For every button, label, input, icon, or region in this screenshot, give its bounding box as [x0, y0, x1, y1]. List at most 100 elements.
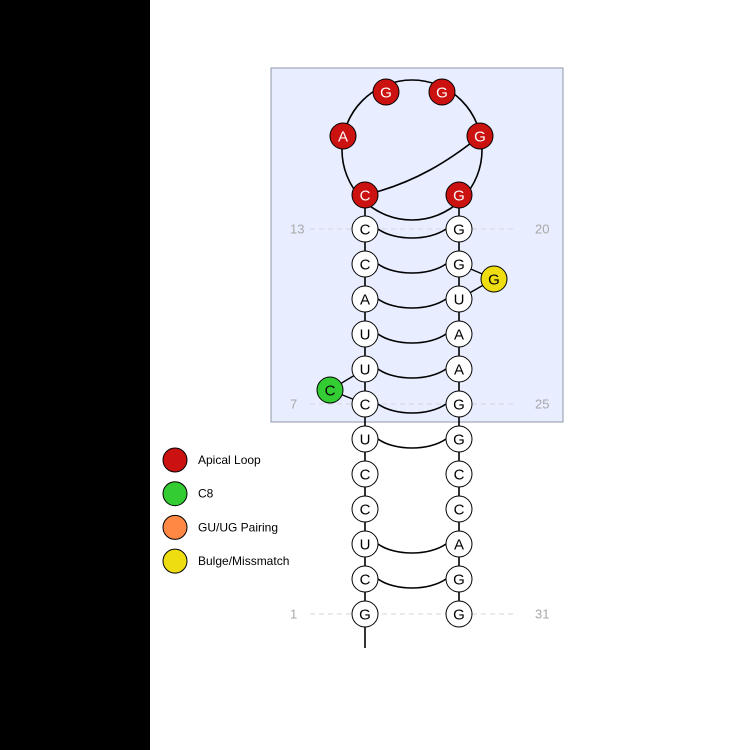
nucleotide-loop-circle — [372, 78, 400, 106]
index-label: 13 — [290, 222, 304, 237]
nucleotide-left-label: C — [360, 502, 371, 519]
nucleotide-right-circle — [445, 390, 473, 418]
nucleotide-right-circle — [445, 565, 473, 593]
legend-item: C8 — [162, 481, 214, 507]
base-pair — [377, 438, 447, 449]
nucleotide-right: C — [445, 495, 473, 523]
nucleotide-left: C — [351, 250, 379, 278]
nucleotide-left-circle — [351, 390, 379, 418]
nucleotide-loop: C — [351, 181, 379, 209]
nucleotide-right-label: A — [454, 537, 464, 554]
nucleotide-right-label: G — [453, 607, 465, 624]
nucleotide-c8-circle — [316, 376, 344, 404]
legend-label: C8 — [198, 487, 214, 501]
nucleotide-c8: C — [316, 376, 344, 404]
legend-swatch — [162, 447, 188, 473]
index-guides — [310, 228, 516, 615]
legend-item: Apical Loop — [162, 447, 261, 473]
nucleotide-right-circle — [445, 285, 473, 313]
nucleotide-loop: A — [329, 122, 357, 150]
legend-label: Apical Loop — [198, 453, 261, 467]
nucleotide-right-circle — [445, 215, 473, 243]
index-label: 20 — [535, 222, 549, 237]
nucleotide-right: A — [445, 355, 473, 383]
nucleotide-left-label: C — [360, 467, 371, 484]
index-label: 7 — [290, 397, 297, 412]
base-pair — [377, 263, 447, 274]
nucleotide-left-circle — [351, 285, 379, 313]
left-black-bar — [0, 0, 150, 750]
nucleotide-left: A — [351, 285, 379, 313]
nucleotide-left-label: U — [360, 432, 371, 449]
nucleotide-left: C — [351, 565, 379, 593]
nucleotide-right-label: G — [453, 572, 465, 589]
nucleotide-loop: G — [372, 78, 400, 106]
nucleotide-right-label: A — [454, 362, 464, 379]
nucleotide-loop: G — [428, 78, 456, 106]
nucleotide-right-label: G — [453, 222, 465, 239]
nucleotide-bulge-label: G — [488, 272, 500, 289]
nucleotide-left-circle — [351, 425, 379, 453]
nucleotide-right-label: C — [454, 467, 465, 484]
nucleotide-left-label: A — [360, 292, 370, 309]
nucleotide-left-circle — [351, 600, 379, 628]
legend-swatch — [162, 548, 188, 574]
nucleotide-right: A — [445, 320, 473, 348]
legend-label: GU/UG Pairing — [198, 520, 278, 534]
nucleotide-left: C — [351, 390, 379, 418]
nucleotide-right-circle — [445, 250, 473, 278]
index-label: 1 — [290, 607, 297, 622]
nucleotide-loop-label: A — [338, 129, 348, 146]
nucleotide-loop-label: G — [453, 188, 465, 205]
base-pair — [377, 228, 447, 239]
nucleotide-right-circle — [445, 495, 473, 523]
nucleotide-right-circle — [445, 600, 473, 628]
nucleotide-left-circle — [351, 530, 379, 558]
index-label: 25 — [535, 397, 549, 412]
base-pair — [377, 298, 447, 309]
nucleotide-right: A — [445, 530, 473, 558]
nucleotide-left-label: U — [360, 327, 371, 344]
nucleotide-loop-circle — [351, 181, 379, 209]
nucleotide-right: C — [445, 460, 473, 488]
nucleotide-left-label: U — [360, 362, 371, 379]
nucleotide-right: G — [445, 215, 473, 243]
nucleotide-left-circle — [351, 215, 379, 243]
nucleotide-left: U — [351, 320, 379, 348]
base-pair — [377, 403, 447, 414]
nucleotide-left-circle — [351, 565, 379, 593]
loop-backbone — [341, 79, 483, 221]
nucleotide-c8-label: C — [325, 383, 336, 400]
nucleotide-right-circle — [445, 460, 473, 488]
legend-item: GU/UG Pairing — [162, 514, 278, 540]
nucleotide-loop-label: G — [474, 129, 486, 146]
nucleotide-left: U — [351, 355, 379, 383]
base-pair — [377, 368, 447, 379]
legend-item: Bulge/Missmatch — [162, 548, 289, 574]
nucleotide-left: C — [351, 215, 379, 243]
nucleotide-loop-circle — [466, 122, 494, 150]
index-label: 31 — [535, 607, 549, 622]
nucleotide-loop-circle — [329, 122, 357, 150]
nucleotide-right-label: G — [453, 432, 465, 449]
nucleotide-left: C — [351, 460, 379, 488]
nucleotide-loop-circle — [445, 181, 473, 209]
nucleotide-left-circle — [351, 250, 379, 278]
nucleotide-right-label: C — [454, 502, 465, 519]
nucleotide-left-label: C — [360, 397, 371, 414]
nucleotide-right-label: A — [454, 327, 464, 344]
nucleotide-left: G — [351, 600, 379, 628]
base-pair — [377, 543, 447, 554]
nucleotide-left-label: U — [360, 537, 371, 554]
nucleotide-left-label: G — [359, 607, 371, 624]
nucleotide-left-label: C — [360, 572, 371, 589]
nucleotide-loop-circle — [428, 78, 456, 106]
nucleotide-right: G — [445, 250, 473, 278]
highlight-region — [270, 67, 564, 423]
nucleotide-left: U — [351, 425, 379, 453]
index-labels: 1 31 7 25 13 20 — [290, 222, 549, 622]
nucleotide-bulge: G — [480, 265, 508, 293]
